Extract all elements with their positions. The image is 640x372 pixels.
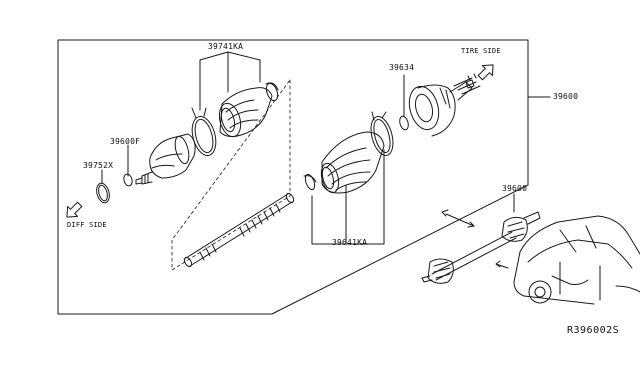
assembly-frame xyxy=(57,39,529,315)
label-39600f: 39600F xyxy=(110,137,141,146)
ring-left xyxy=(96,169,110,204)
vehicle-drive-shaft-inset xyxy=(421,193,640,305)
inner-cv-joint xyxy=(135,133,196,185)
circlip-right xyxy=(399,74,409,131)
label-39641ka: 39641KA xyxy=(332,238,368,247)
circlip-left xyxy=(123,144,133,187)
label-39752x: 39752X xyxy=(83,161,114,170)
label-diff-side: DIFF SIDE xyxy=(67,221,107,229)
label-39741ka: 39741KA xyxy=(208,42,244,51)
arrow-up-right-icon xyxy=(477,64,494,81)
boot-kit-outer xyxy=(191,51,279,157)
label-ref-code: R396002S xyxy=(567,325,620,336)
arrow-down-left-icon xyxy=(66,201,83,218)
drive-shaft-bar xyxy=(183,192,295,268)
label-39600-assy: 39600 xyxy=(553,92,579,101)
outer-cv-joint xyxy=(408,73,481,137)
label-39600-vehicle: 39600 xyxy=(502,184,528,193)
boot-kit-inner xyxy=(303,111,394,245)
label-tire-side: TIRE SIDE xyxy=(461,47,501,55)
label-39634: 39634 xyxy=(389,63,415,72)
inner-dashed-region xyxy=(171,79,291,271)
